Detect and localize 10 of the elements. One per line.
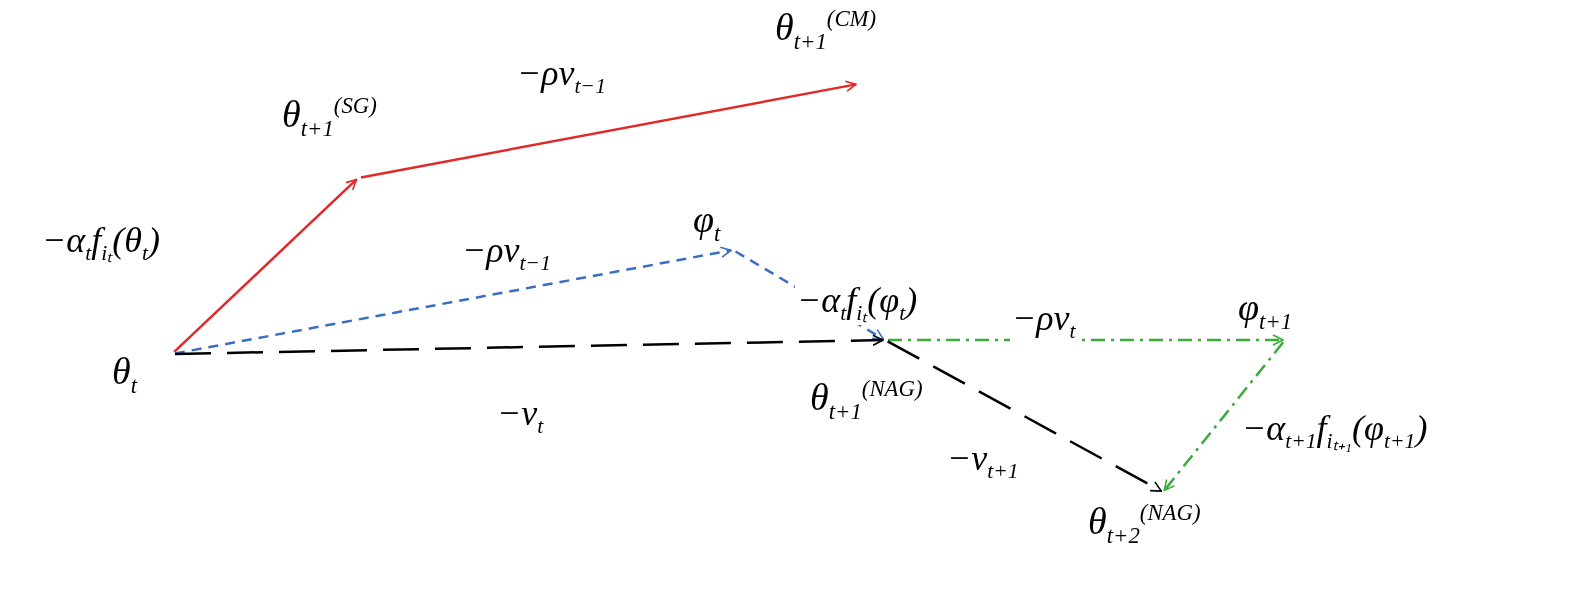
edge-label: −α$_{t}$f$_{iₜ}$(φ$_{t}$) [795,282,920,325]
arrow [174,334,884,356]
point-label: φ$_{t+1}$ [1238,288,1293,334]
arrow [360,80,857,179]
arrow [1163,341,1285,492]
arrow [173,178,358,353]
point-label: φ$_{t}$ [693,200,721,246]
arrow [887,340,1163,493]
point-label: θ$_{t}$ [112,352,137,398]
arrow [174,246,732,355]
